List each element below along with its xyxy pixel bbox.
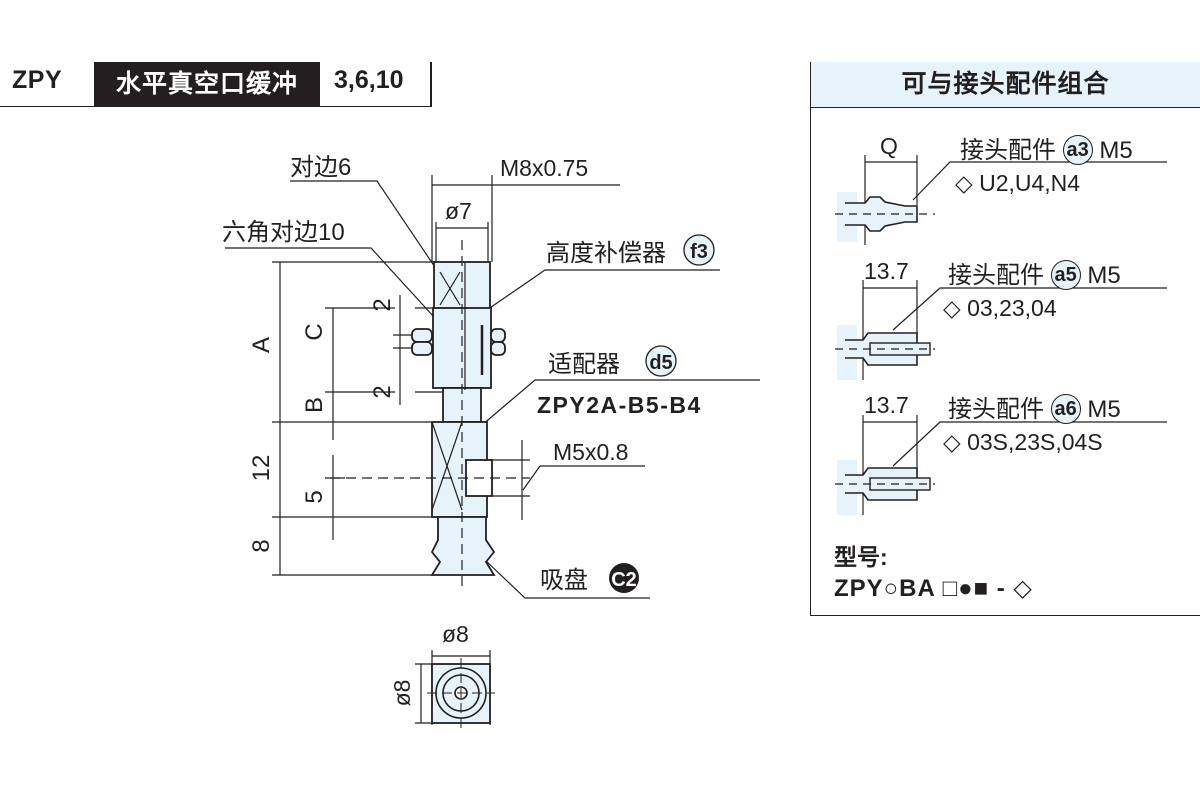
label-dim-5: 5 [301,490,328,503]
leader-height-comp [483,269,720,313]
fitting-a3-thread: M5 [1099,137,1133,164]
label-thread-m8: M8x0.75 [500,155,588,181]
badge-d5-text: d5 [649,352,672,374]
label-dim-2-top: 2 [369,298,396,311]
label-bottom-dia-height: ø8 [389,680,415,707]
label-port-thread: M5x0.8 [553,439,628,465]
fitting-a6-label: 接头配件 [948,396,1044,423]
diamond-icon: ◇ [955,170,973,196]
height-comp-top [433,261,491,311]
fitting-a5-badge: a5 [1050,260,1081,290]
badge-f3-text: f3 [690,241,708,263]
hex-nut [490,341,506,356]
hex-nut [411,341,433,356]
label-suction-cup: 吸盘 [540,567,588,594]
label-adapter-model: ZPY2A-B5-B4 [537,392,702,418]
product-name: 水平真空口缓冲 [94,62,320,106]
label-height-compensator: 高度补偿器 [546,240,666,267]
label-dim-b: B [301,397,328,413]
fitting-a5-options-row: ◇ 03,23,04 [943,295,1057,322]
leader-m5 [522,465,645,491]
suction-cup [430,516,496,576]
fitting-a3-row: 接头配件 a3 M5 [960,130,1133,165]
panel-title: 可与接头配件组合 [901,70,1110,98]
label-dim-8: 8 [248,539,275,552]
model-code: ZPY○BA □●■ - ◇ [834,575,1033,602]
badge-d5 [645,345,677,377]
fitting-a6-badge: a6 [1050,394,1081,424]
fitting-a5-dim: 13.7 [864,258,909,284]
label-dim-c: C [301,323,328,340]
diamond-icon: ◇ [943,295,961,321]
fitting-a6-thread: M5 [1087,396,1121,423]
title-bar [0,62,432,107]
leader-adapter [481,379,760,426]
fitting-a5-row: 接头配件 a5 M5 [948,255,1121,290]
fitting-a3-label: 接头配件 [960,137,1056,164]
leader-hex-10 [225,247,456,341]
fitting-a5-thread: M5 [1087,262,1121,289]
label-hex-10: 六角对边10 [222,219,345,246]
label-dim-2-bottom: 2 [369,385,396,398]
badge-c2-text: C2 [611,569,637,591]
label-dim-12: 12 [248,455,275,482]
bottom-view: ø8 ø8 [389,621,495,728]
fitting-a3-dim: Q [880,133,898,159]
size-list: 3,6,10 [334,66,404,94]
fitting-a3-options: U2,U4,N4 [979,170,1081,196]
fitting-a6-options-row: ◇ 03S,23S,04S [943,429,1103,456]
fitting-a6-row: 接头配件 a6 M5 [948,389,1121,424]
series-code: ZPY [12,66,63,94]
dimension-drawing: 对边6 M8x0.75 ø7 六角对边10 高度补偿器 f3 适配器 d5 ZP… [222,154,760,728]
fitting-a5-options: 03,23,04 [967,295,1057,321]
fitting-a5-label: 接头配件 [948,262,1044,289]
badge-f3 [683,234,715,266]
leader-suction-cup [484,559,650,599]
panel-header [811,62,1200,108]
model-heading: 型号: [834,544,888,570]
fittings-panel [810,62,1200,616]
label-dia-7: ø7 [445,198,472,224]
fitting-a3-options-row: ◇ U2,U4,N4 [955,170,1080,197]
fitting-a3-badge: a3 [1062,135,1093,165]
hex-nut [490,328,506,343]
label-dim-a: A [248,337,275,353]
label-adapter: 适配器 [548,351,620,378]
leader-across-flats-6 [290,180,448,286]
badge-c2 [609,563,639,593]
hex-nut [411,328,433,343]
diamond-icon: ◇ [943,429,961,455]
label-across-flats-6: 对边6 [290,154,351,181]
title-divider [430,62,432,106]
fitting-a6-options: 03S,23S,04S [967,429,1103,455]
fitting-a6-dim: 13.7 [864,392,909,418]
label-bottom-dia-width: ø8 [442,621,469,647]
